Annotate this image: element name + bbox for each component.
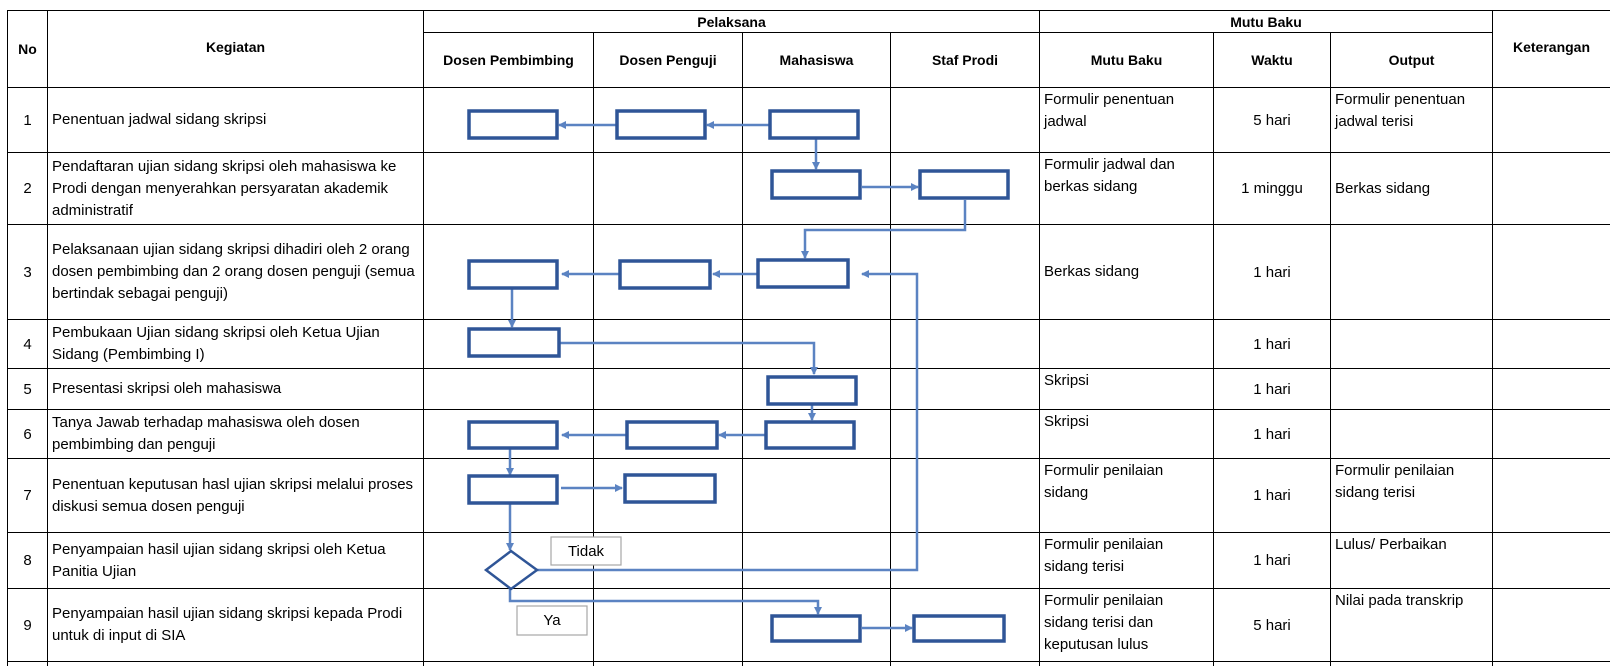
row-2-no: 2: [23, 180, 32, 197]
row-9-kegiatan: Penyampaian hasil ujian sidang skripsi k…: [52, 605, 403, 644]
header-no: No: [18, 41, 37, 57]
row-6-kegiatan: Tanya Jawab terhadap mahasiswa oleh dose…: [52, 414, 360, 453]
header-keterangan: Keterangan: [1512, 39, 1591, 55]
row-4-kegiatan: Pembukaan Ujian sidang skripsi oleh Ketu…: [52, 324, 380, 363]
header-dosen-penguji: Dosen Penguji: [619, 52, 717, 68]
decision-diamond: [483, 549, 540, 591]
row-3-mutu-baku: Berkas sidang: [1044, 263, 1140, 280]
row-9-output: Nilai pada transkrip: [1335, 592, 1464, 609]
row-8-kegiatan: Penyampaian hasil ujian sidang skripsi o…: [52, 540, 386, 580]
decision-yes-label: Ya: [543, 612, 561, 629]
row-2-waktu: 1 minggu: [1241, 180, 1303, 197]
arrow-decision-no-loop: [537, 270, 919, 572]
process-box-r6-dosen-penguji: [625, 420, 719, 450]
row-7-no: 7: [23, 487, 32, 504]
arrow-decision-yes: [508, 588, 822, 615]
arrow-r4-to-r5: [560, 341, 818, 375]
process-box-r3-dosen-pembimbing: [467, 259, 559, 290]
process-box-r2-mahasiswa: [770, 169, 862, 200]
row-3-waktu: 1 hari: [1253, 263, 1291, 281]
process-box-r9-mahasiswa: [770, 614, 862, 643]
process-box-r1-mahasiswa: [768, 109, 860, 140]
header-kegiatan: Kegiatan: [205, 39, 266, 55]
process-box-r4-dosen-pembimbing: [467, 327, 561, 358]
row-3-no: 3: [23, 263, 32, 281]
row-1-no: 1: [23, 111, 32, 129]
row-6-waktu: 1 hari: [1253, 425, 1291, 443]
row-7-waktu: 1 hari: [1253, 487, 1291, 504]
row-7-mutu-baku: Formulir penilaian sidang: [1044, 462, 1164, 501]
header-staf-prodi: Staf Prodi: [931, 52, 999, 68]
decision-yes-label-box: [516, 605, 588, 636]
process-box-r6-dosen-pembimbing: [467, 420, 559, 450]
header-output: Output: [1388, 52, 1435, 68]
row-7-output: Formulir penilaian sidang terisi: [1335, 462, 1455, 501]
row-4-no: 4: [23, 335, 32, 353]
row-8-mutu-baku: Formulir penilaian sidang terisi: [1044, 536, 1164, 575]
process-box-r7-dosen-penguji: [623, 473, 717, 504]
row-9-no: 9: [23, 616, 32, 634]
row-9-waktu: 5 hari: [1253, 616, 1291, 634]
process-box-r3-dosen-penguji: [618, 259, 712, 290]
row-9-mutu-baku: Formulir penilaian sidang terisi dan kep…: [1044, 592, 1164, 653]
process-box-r6-mahasiswa: [764, 420, 856, 450]
decision-no-label: Tidak: [568, 543, 605, 560]
decision-no-label-box: [550, 536, 622, 566]
row-8-waktu: 1 hari: [1253, 552, 1291, 569]
row-2-kegiatan: Pendaftaran ujian sidang skripsi oleh ma…: [52, 157, 397, 219]
row-1-mutu-baku: Formulir penentuan jadwal: [1044, 91, 1175, 130]
header-waktu: Waktu: [1251, 52, 1293, 68]
row-6-mutu-baku: Skripsi: [1044, 413, 1090, 430]
header-mahasiswa: Mahasiswa: [779, 52, 854, 68]
process-box-r9-staf-prodi: [912, 614, 1006, 643]
row-5-no: 5: [23, 380, 32, 398]
row-7-kegiatan: Penentuan keputusan hasl ujian skripsi m…: [52, 475, 414, 515]
header-mutu-baku: Mutu Baku: [1090, 52, 1163, 68]
row-5-mutu-baku: Skripsi: [1044, 372, 1090, 389]
row-1-kegiatan: Penentuan jadwal sidang skripsi: [52, 111, 267, 128]
row-1-output: Formulir penentuan jadwal terisi: [1335, 91, 1466, 130]
process-box-r1-dosen-penguji: [615, 109, 707, 140]
process-box-r5-mahasiswa: [766, 375, 858, 406]
process-box-r1-dosen-pembimbing: [467, 109, 559, 140]
row-2-output: Berkas sidang: [1335, 179, 1431, 197]
row-5-kegiatan: Presentasi skripsi oleh mahasiswa: [52, 380, 282, 397]
header-mutu-baku-group: Mutu Baku: [1230, 13, 1302, 30]
process-box-r3-mahasiswa: [756, 258, 850, 289]
row-5-waktu: 1 hari: [1253, 380, 1291, 398]
row-8-output: Lulus/ Perbaikan: [1335, 536, 1447, 553]
row-1-waktu: 5 hari: [1253, 111, 1291, 129]
header-pelaksana: Pelaksana: [697, 13, 766, 30]
row-3-kegiatan: Pelaksanaan ujian sidang skripsi dihadir…: [52, 241, 415, 302]
process-box-r2-staf-prodi: [918, 169, 1010, 200]
row-8-no: 8: [23, 552, 32, 569]
row-2-mutu-baku: Formulir jadwal dan berkas sidang: [1044, 156, 1175, 195]
row-6-no: 6: [23, 425, 32, 443]
row-4-waktu: 1 hari: [1253, 335, 1291, 353]
arrow-r2-staf-to-r3: [801, 200, 967, 259]
process-box-r7-dosen-pembimbing: [467, 474, 559, 505]
header-dosen-pembimbing: Dosen Pembimbing: [443, 52, 574, 68]
